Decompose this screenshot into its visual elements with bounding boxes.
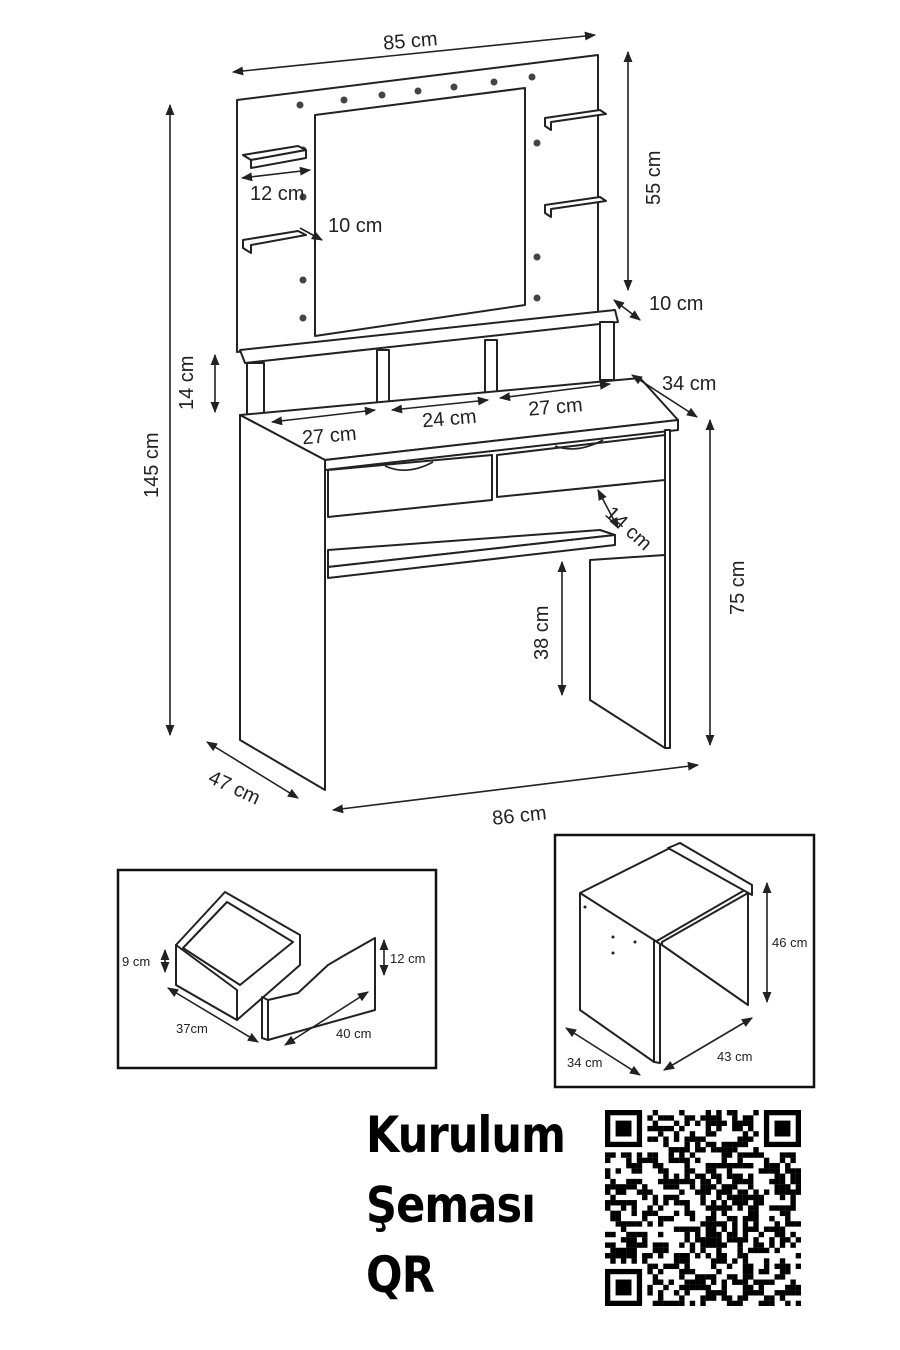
label-compartment-right: 27 cm bbox=[527, 394, 583, 421]
label-stool-height: 46 cm bbox=[772, 935, 807, 950]
footer-title-line2: Şeması bbox=[366, 1176, 536, 1234]
label-compartment-left: 27 cm bbox=[301, 423, 357, 450]
hutch-post bbox=[599, 321, 615, 381]
drawer-handle bbox=[554, 439, 604, 450]
hutch-top bbox=[239, 309, 619, 364]
label-shelf-depth: 14 cm bbox=[601, 502, 656, 555]
label-width: 86 cm bbox=[491, 802, 547, 830]
label-hutch-height: 14 cm bbox=[176, 356, 198, 410]
footer-title-line3: QR bbox=[366, 1246, 435, 1304]
stool-detail: 46 cm 34 cm 43 cm bbox=[553, 833, 816, 1089]
drawer-right bbox=[496, 434, 666, 498]
label-small-shelf: 12 cm bbox=[250, 183, 304, 205]
small-shelf bbox=[250, 149, 307, 169]
left-side-panel bbox=[239, 414, 326, 791]
mirror bbox=[314, 87, 526, 337]
label-drawer-depth: 37cm bbox=[176, 1021, 208, 1036]
label-stool-depth: 34 cm bbox=[567, 1055, 602, 1070]
drawer-handle bbox=[384, 461, 434, 471]
small-shelf bbox=[544, 196, 607, 218]
dimension-lines bbox=[165, 31, 715, 814]
drawer-detail: 9 cm 12 cm 37cm 40 cm bbox=[116, 868, 438, 1070]
label-drawer-width: 40 cm bbox=[336, 1026, 371, 1041]
small-shelf bbox=[544, 109, 607, 131]
label-mirror-height: 55 cm bbox=[643, 151, 665, 205]
label-drawer-inner-height: 9 cm bbox=[122, 954, 150, 969]
hutch-post bbox=[376, 349, 390, 406]
label-compartment-middle: 24 cm bbox=[421, 406, 477, 433]
dresser-drawing bbox=[236, 54, 679, 791]
lower-shelf-front bbox=[327, 534, 616, 579]
hutch-post bbox=[484, 339, 498, 396]
small-shelf bbox=[242, 230, 307, 254]
right-leg bbox=[589, 554, 666, 749]
label-table-height: 75 cm bbox=[727, 561, 749, 615]
label-stool-width: 43 cm bbox=[717, 1049, 752, 1064]
label-mirror-gap: 10 cm bbox=[328, 215, 382, 237]
qr-code-image[interactable] bbox=[605, 1110, 801, 1306]
label-mirror-width: 85 cm bbox=[382, 28, 438, 55]
label-drawer-front-height: 12 cm bbox=[390, 951, 425, 966]
footer-title-line1: Kurulum bbox=[366, 1106, 566, 1164]
label-depth: 47 cm bbox=[205, 767, 264, 810]
label-top-depth: 34 cm bbox=[662, 373, 716, 395]
label-knee-height: 38 cm bbox=[531, 606, 553, 660]
hutch-post bbox=[246, 362, 265, 416]
label-total-height: 145 cm bbox=[141, 432, 163, 498]
label-side-gap: 10 cm bbox=[649, 293, 703, 315]
drawer-left bbox=[327, 454, 493, 518]
